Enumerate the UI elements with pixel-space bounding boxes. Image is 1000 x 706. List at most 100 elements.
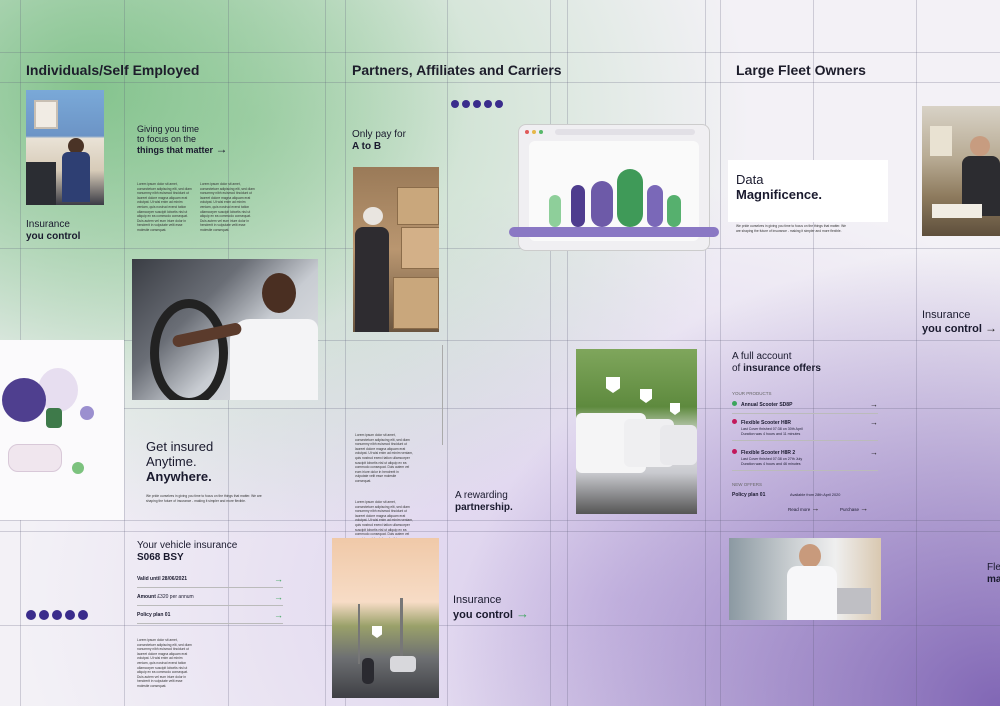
get-insured-line2: Anytime. (146, 454, 197, 469)
arrow-right-icon[interactable]: → (870, 418, 878, 427)
photo-man-driving (132, 259, 318, 400)
photo-scooter-road (332, 538, 439, 698)
arrow-right-icon[interactable]: → (215, 142, 228, 156)
status-dot (732, 449, 737, 454)
arrow-right-icon: → (811, 504, 820, 513)
focus-heading: Giving you time to focus on the things t… (137, 124, 228, 155)
arrow-right-icon[interactable]: → (984, 321, 997, 335)
arrow-right-icon[interactable]: → (274, 610, 283, 620)
insurance-line1: Insurance (922, 309, 971, 321)
account-line2-pre: of (732, 363, 744, 374)
get-insured-line3: Anywhere. (146, 469, 212, 484)
account-heading: A full account of insurance offers (732, 351, 821, 375)
read-more-link[interactable]: Read more → (788, 504, 820, 513)
arrow-right-icon[interactable]: → (274, 592, 283, 602)
fleet-cut-line1: Flee (987, 562, 1000, 573)
focus-line2: to focus on the (137, 134, 197, 144)
atob-line2: A to B (352, 141, 382, 152)
vehicle-row-value: £320 per annum (157, 594, 194, 600)
vehicle-row-label: Policy plan 01 (137, 612, 171, 618)
vehicle-insurance-heading: Your vehicle insurance S068 BSY (137, 540, 237, 564)
vehicle-row-label: Valid until 28/06/2021 (137, 576, 188, 582)
scooter-icon (65, 610, 75, 620)
photo-man-house (26, 90, 104, 205)
photo-courier-boxes (353, 167, 439, 332)
insurance-control-bottom: Insurance you control → (453, 594, 529, 622)
get-insured-line1: Get insured (146, 439, 214, 454)
vehicle-row-amount[interactable]: Amount £320 per annum → (137, 592, 283, 606)
insurance-control-left: Insurance you control (26, 219, 80, 243)
photo-man-reading (922, 106, 1000, 236)
scooter-icon (484, 100, 492, 108)
get-insured-heading: Get insured Anytime. Anywhere. (146, 439, 213, 484)
truck-icon (451, 100, 459, 108)
data-line2: Magnificence. (736, 187, 822, 202)
arrow-right-icon[interactable]: → (870, 400, 878, 409)
products-label: YOUR PRODUCTS (732, 391, 772, 396)
photo-man-phone (729, 538, 881, 620)
account-line2-bold: insurance offers (743, 363, 821, 374)
vehicle-plate: S068 BSY (137, 552, 184, 563)
arrow-right-icon[interactable]: → (274, 574, 283, 584)
insurance-line2: you control (26, 231, 81, 242)
purchase-link[interactable]: Purchase → (840, 504, 868, 513)
truck-icon (26, 610, 36, 620)
column-title-partners: Partners, Affiliates and Carriers (352, 62, 562, 78)
insurance-control-right: Insurance you control → (922, 309, 997, 336)
vehicle-icons (26, 610, 88, 620)
product-detail: Duration was 4 hours and 11 minutes (741, 432, 801, 436)
fleet-cut-line2: mag (987, 574, 1000, 585)
offers-label: NEW OFFERS (732, 482, 762, 487)
insurance-line1: Insurance (26, 219, 70, 230)
status-dot (732, 419, 737, 424)
column-title-fleet: Large Fleet Owners (736, 62, 866, 78)
arrow-right-icon[interactable]: → (515, 606, 529, 621)
car-icon (462, 100, 470, 108)
partnership-line2: partnership. (455, 502, 513, 513)
arrow-right-icon: → (860, 504, 869, 513)
timeline-line (442, 345, 443, 445)
data-body: We pride ourselves in giving you time to… (736, 224, 847, 233)
column-title-individuals: Individuals/Self Employed (26, 62, 200, 78)
read-more-label: Read more (788, 507, 811, 512)
atob-line1: Only pay for (352, 129, 406, 140)
focus-line1: Giving you time (137, 124, 200, 134)
fleet-cut-heading: Flee mag (987, 562, 1000, 586)
focus-line3: things that matter (137, 145, 214, 155)
photo-white-vans (576, 349, 697, 514)
get-insured-body: We pride ourselves in giving you time to… (146, 494, 262, 503)
atob-heading: Only pay for A to B (352, 129, 406, 153)
status-dot (732, 401, 737, 406)
bike-icon (495, 100, 503, 108)
lorem-text-3: Lorem ipsum dolor sit amet, consectetuer… (137, 638, 192, 688)
vehicle-row-valid[interactable]: Valid until 28/06/2021 → (137, 574, 283, 588)
lorem-text-1: Lorem ipsum dolor sit amet, consectetuer… (137, 182, 192, 232)
balloon-illustration (0, 340, 124, 520)
account-line1: A full account (732, 351, 792, 362)
arrow-right-icon[interactable]: → (870, 448, 878, 457)
vehicle-row-policy[interactable]: Policy plan 01 → (137, 610, 283, 624)
vehicle-row-label: Amount (137, 594, 156, 600)
product-row-2[interactable]: Flexible Scooter H8R 2 → Last Cover fini… (732, 448, 878, 471)
insurance-line2: you control (453, 609, 513, 621)
browser-plants-illustration (509, 124, 719, 251)
product-row-1[interactable]: Flexible Scooter H8R → Last Cover finish… (732, 418, 878, 441)
product-name: Flexible Scooter H8R (741, 420, 792, 426)
product-detail: Last Cover finished 07:38 on 30th April (741, 427, 803, 431)
vehicle-line1: Your vehicle insurance (137, 540, 238, 551)
purchase-label: Purchase (840, 507, 860, 512)
offer-date: Available from 28th April 2020 (790, 493, 841, 497)
product-name: Annual Scooter SD8P (741, 402, 793, 408)
partnership-heading: A rewarding partnership. (455, 490, 513, 514)
product-detail: Duration was 4 hours and 46 minutes (741, 462, 801, 466)
product-name: Flexible Scooter H8R 2 (741, 450, 796, 456)
lorem-text-4: Lorem ipsum dolor sit amet, consectetuer… (355, 433, 413, 483)
van-icon (473, 100, 481, 108)
insurance-line2: you control (922, 323, 982, 335)
bike-icon (78, 610, 88, 620)
vehicle-icons-top (451, 100, 503, 108)
product-row-0[interactable]: Annual Scooter SD8P → (732, 400, 878, 414)
data-line1: Data (736, 172, 764, 187)
product-detail: Last Cover finished 07:38 on 27th July (741, 457, 803, 461)
offer-policy: Policy plan 01 (732, 492, 766, 498)
